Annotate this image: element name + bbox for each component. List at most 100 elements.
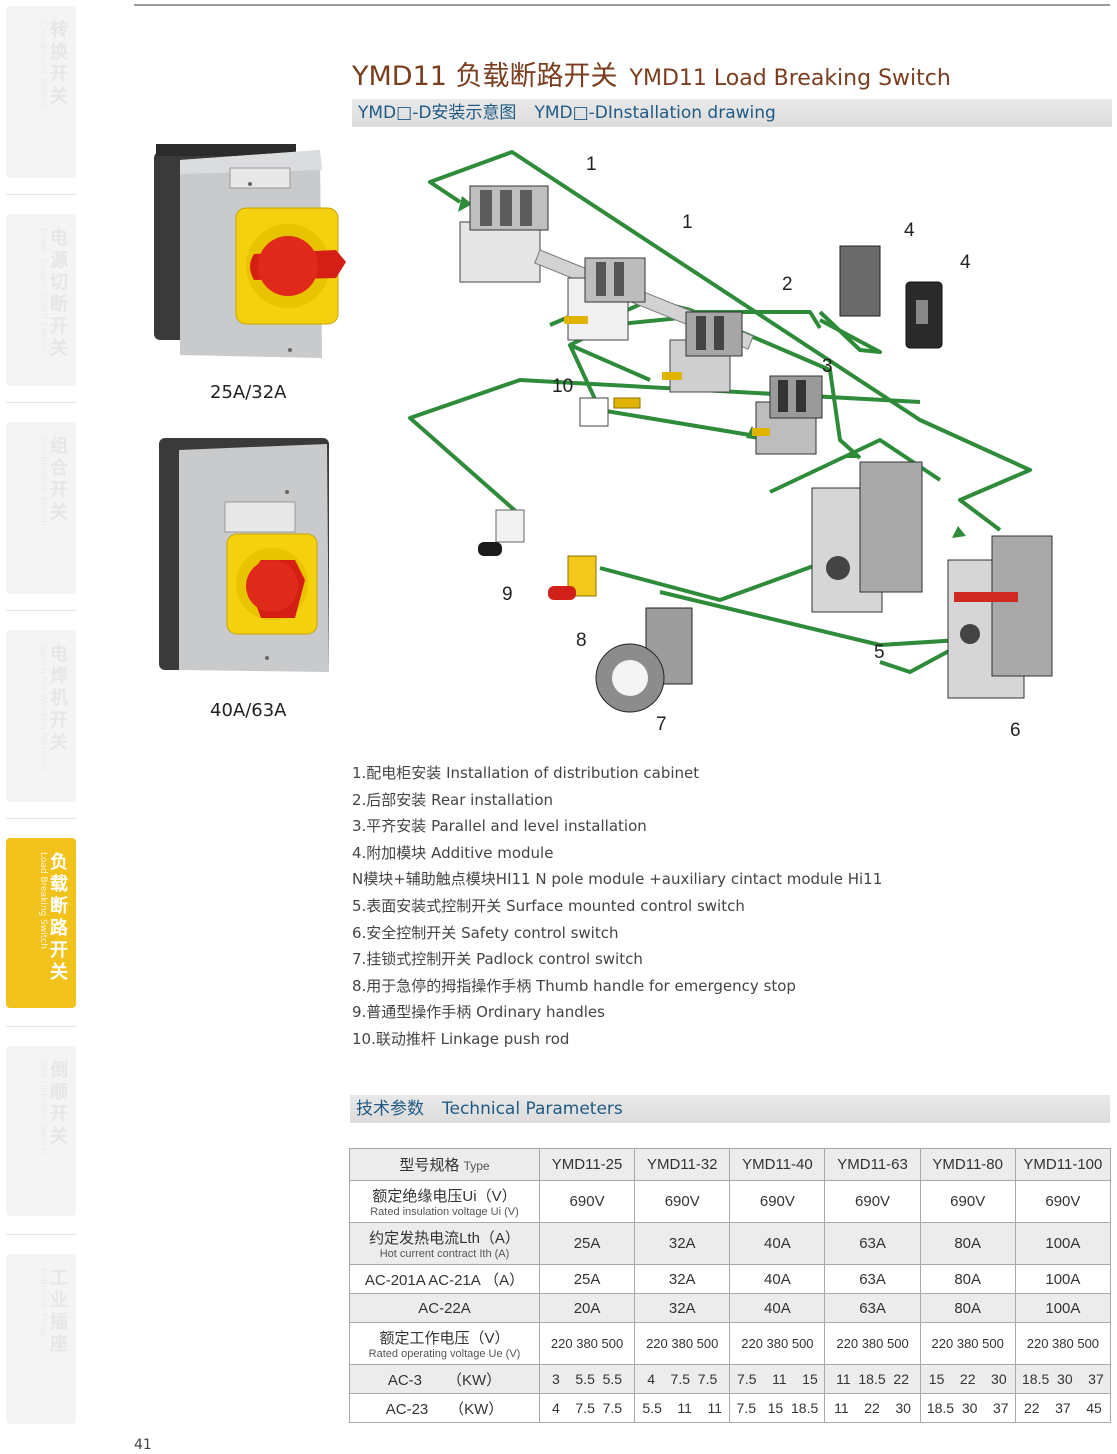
sidebar-tab-changeover[interactable]: 转换开关 Changeover Switch (6, 6, 76, 178)
table-row: 额定绝缘电压Ui（V）Rated insulation voltage Ui (… (349, 1180, 1112, 1223)
callout-label: 9 (502, 584, 513, 605)
table-cell: 63A (824, 1264, 921, 1294)
tech-params-heading-en: Technical Parameters (442, 1099, 623, 1119)
table-cell: 25A (538, 1264, 636, 1294)
callout-label: 8 (576, 630, 587, 651)
table-row: AC-22A 20A 32A 40A 63A 80A 100A (349, 1293, 1112, 1323)
sidebar-tab-combination[interactable]: 组合开关 Combination Switch (6, 422, 76, 594)
table-row: AC-201A AC-21A （A） 25A 32A 40A 63A 80A 1… (349, 1264, 1112, 1294)
list-item: 6.安全控制开关 Safety control switch (352, 923, 619, 942)
table-cell: 4 7.5 7.5 (634, 1364, 731, 1394)
sidebar-tab-label: 电焊机开关 (50, 644, 68, 753)
table-cell: 25A (538, 1222, 636, 1265)
callout-label: 1 (586, 154, 597, 175)
padlock-switch-7 (595, 607, 693, 713)
switch-module-3 (662, 311, 743, 393)
surface-mounted-switch-5 (811, 461, 923, 613)
sidebar-tab-reversing[interactable]: 倒顺开关 Tool Direction Switch (6, 1046, 76, 1216)
table-cell: 690V (538, 1180, 636, 1223)
product-image-small (154, 144, 346, 358)
product-image-large (159, 438, 329, 672)
tech-params-table: 型号规格 Type YMD11-25 YMD11-32 YMD11-40 YMD… (349, 1148, 1112, 1423)
table-cell: 18.5 30 37 (919, 1393, 1016, 1423)
installation-heading-en: YMD□-DInstallation drawing (534, 103, 776, 123)
list-item: N模块+辅助触点模块HI11 N pole module +auxiliary … (352, 870, 883, 889)
callout-label: 4 (904, 220, 915, 241)
page-title-cn: YMD11 负载断路开关 (352, 61, 618, 92)
installation-heading-cn: YMD□-D安装示意图 (358, 103, 517, 123)
product-label-large: 40A/63A (210, 700, 287, 721)
table-cell: 40A (729, 1264, 826, 1294)
table-row-label: AC-23 （KW） (349, 1393, 540, 1423)
sidebar-tab-label: 工业插座 (50, 1268, 68, 1355)
callout-label: 5 (874, 642, 885, 663)
sidebar-tab-sublabel: Power Supply Cutoff Switch (38, 228, 48, 352)
linkage-push-rod (579, 397, 641, 427)
table-cell: 5.5 11 11 (634, 1393, 731, 1423)
sidebar-tab-label: 电源切断开关 (50, 228, 68, 359)
table-cell: 100A (1014, 1222, 1112, 1265)
list-item: 7.挂锁式控制开关 Padlock control switch (352, 950, 643, 969)
table-cell: 220 380 500 (634, 1322, 731, 1365)
table-cell: 7.5 11 15 (729, 1364, 826, 1394)
installation-diagram: 1 1 2 3 4 4 5 6 7 8 9 10 (408, 150, 1053, 740)
table-cell: 4 7.5 7.5 (538, 1393, 636, 1423)
callout-label: 4 (960, 252, 971, 273)
table-cell: 40A (729, 1293, 826, 1323)
table-cell: 15 22 30 (919, 1364, 1016, 1394)
table-cell: 100A (1014, 1264, 1112, 1294)
sidebar-tab-welding[interactable]: 电焊机开关 Switch For Welding Machine (6, 630, 76, 802)
connector-arrow (599, 558, 831, 602)
table-cell: 220 380 500 (1014, 1322, 1112, 1365)
list-item: 9.普通型操作手柄 Ordinary handles (352, 1003, 605, 1022)
table-cell: 80A (919, 1222, 1016, 1265)
callout-label: 1 (682, 212, 693, 233)
sidebar-tab-load-breaking[interactable]: 负载断路开关 Load Breaking Switch (6, 838, 76, 1008)
installation-heading-band: YMD□-D安装示意图 YMD□-DInstallation drawing (352, 99, 1112, 127)
connector-arrow (879, 643, 961, 674)
table-header-model: YMD11-80 (919, 1148, 1016, 1181)
product-label-small: 25A/32A (210, 382, 287, 403)
table-row-label: AC-201A AC-21A （A） (349, 1264, 540, 1294)
list-item: 2.后部安装 Rear installation (352, 790, 554, 809)
table-row-label: 额定工作电压（V）Rated operating voltage Ue (V) (349, 1322, 540, 1365)
sidebar-divider (6, 402, 76, 403)
installation-description-list: 1.配电柜安装 Installation of distribution cab… (352, 760, 882, 1053)
table-row-label: 约定发热电流Lth（A）Hot current contract Ith (A) (349, 1222, 540, 1265)
sidebar-tab-sublabel: Load Breaking Switch (38, 852, 48, 949)
connector-arrow (428, 150, 1032, 532)
sidebar-tab-power-cutoff[interactable]: 电源切断开关 Power Supply Cutoff Switch (6, 214, 76, 386)
list-item: 5.表面安装式控制开关 Surface mounted control swit… (352, 896, 745, 915)
table-cell: 220 380 500 (824, 1322, 921, 1365)
table-cell: 80A (919, 1293, 1016, 1323)
sidebar-tab-sublabel: Switch For Welding Machine (38, 644, 48, 771)
callout-label: 7 (656, 714, 667, 735)
switch-module-1 (459, 185, 549, 283)
table-cell: 32A (634, 1264, 731, 1294)
callout-label: 3 (822, 356, 833, 377)
table-cell: 80A (919, 1264, 1016, 1294)
thumb-handle-8 (548, 555, 597, 600)
table-cell: 220 380 500 (538, 1322, 636, 1365)
sidebar-divider (6, 610, 76, 611)
sidebar-tab-sublabel: Tool Direction Switch (38, 1060, 48, 1154)
table-row-label: AC-22A (349, 1293, 540, 1323)
table-cell: 100A (1014, 1293, 1112, 1323)
table-header-row: 型号规格 Type YMD11-25 YMD11-32 YMD11-40 YMD… (349, 1148, 1112, 1181)
sidebar-tab-sublabel: Industrial Plugs (38, 1268, 48, 1338)
list-item: 4.附加模块 Additive module (352, 843, 554, 862)
table-cell: 18.5 30 37 (1014, 1364, 1112, 1394)
sidebar-divider (6, 1234, 76, 1235)
sidebar-divider (6, 194, 76, 195)
table-row: AC-3 （KW） 3 5.5 5.5 4 7.5 7.5 7.5 11 15 … (349, 1364, 1112, 1394)
list-item: 1.配电柜安装 Installation of distribution cab… (352, 764, 700, 782)
sidebar-tab-label: 转换开关 (50, 20, 68, 107)
connector-arrow (659, 590, 961, 647)
table-cell: 63A (824, 1222, 921, 1265)
page-title-en: YMD11 Load Breaking Switch (629, 66, 951, 91)
table-header-model: YMD11-40 (729, 1148, 826, 1181)
sidebar-tab-industrial-plugs[interactable]: 工业插座 Industrial Plugs (6, 1254, 76, 1424)
table-cell: 32A (634, 1222, 731, 1265)
sidebar-tab-label: 负载断路开关 (50, 852, 68, 983)
table-cell: 690V (824, 1180, 921, 1223)
